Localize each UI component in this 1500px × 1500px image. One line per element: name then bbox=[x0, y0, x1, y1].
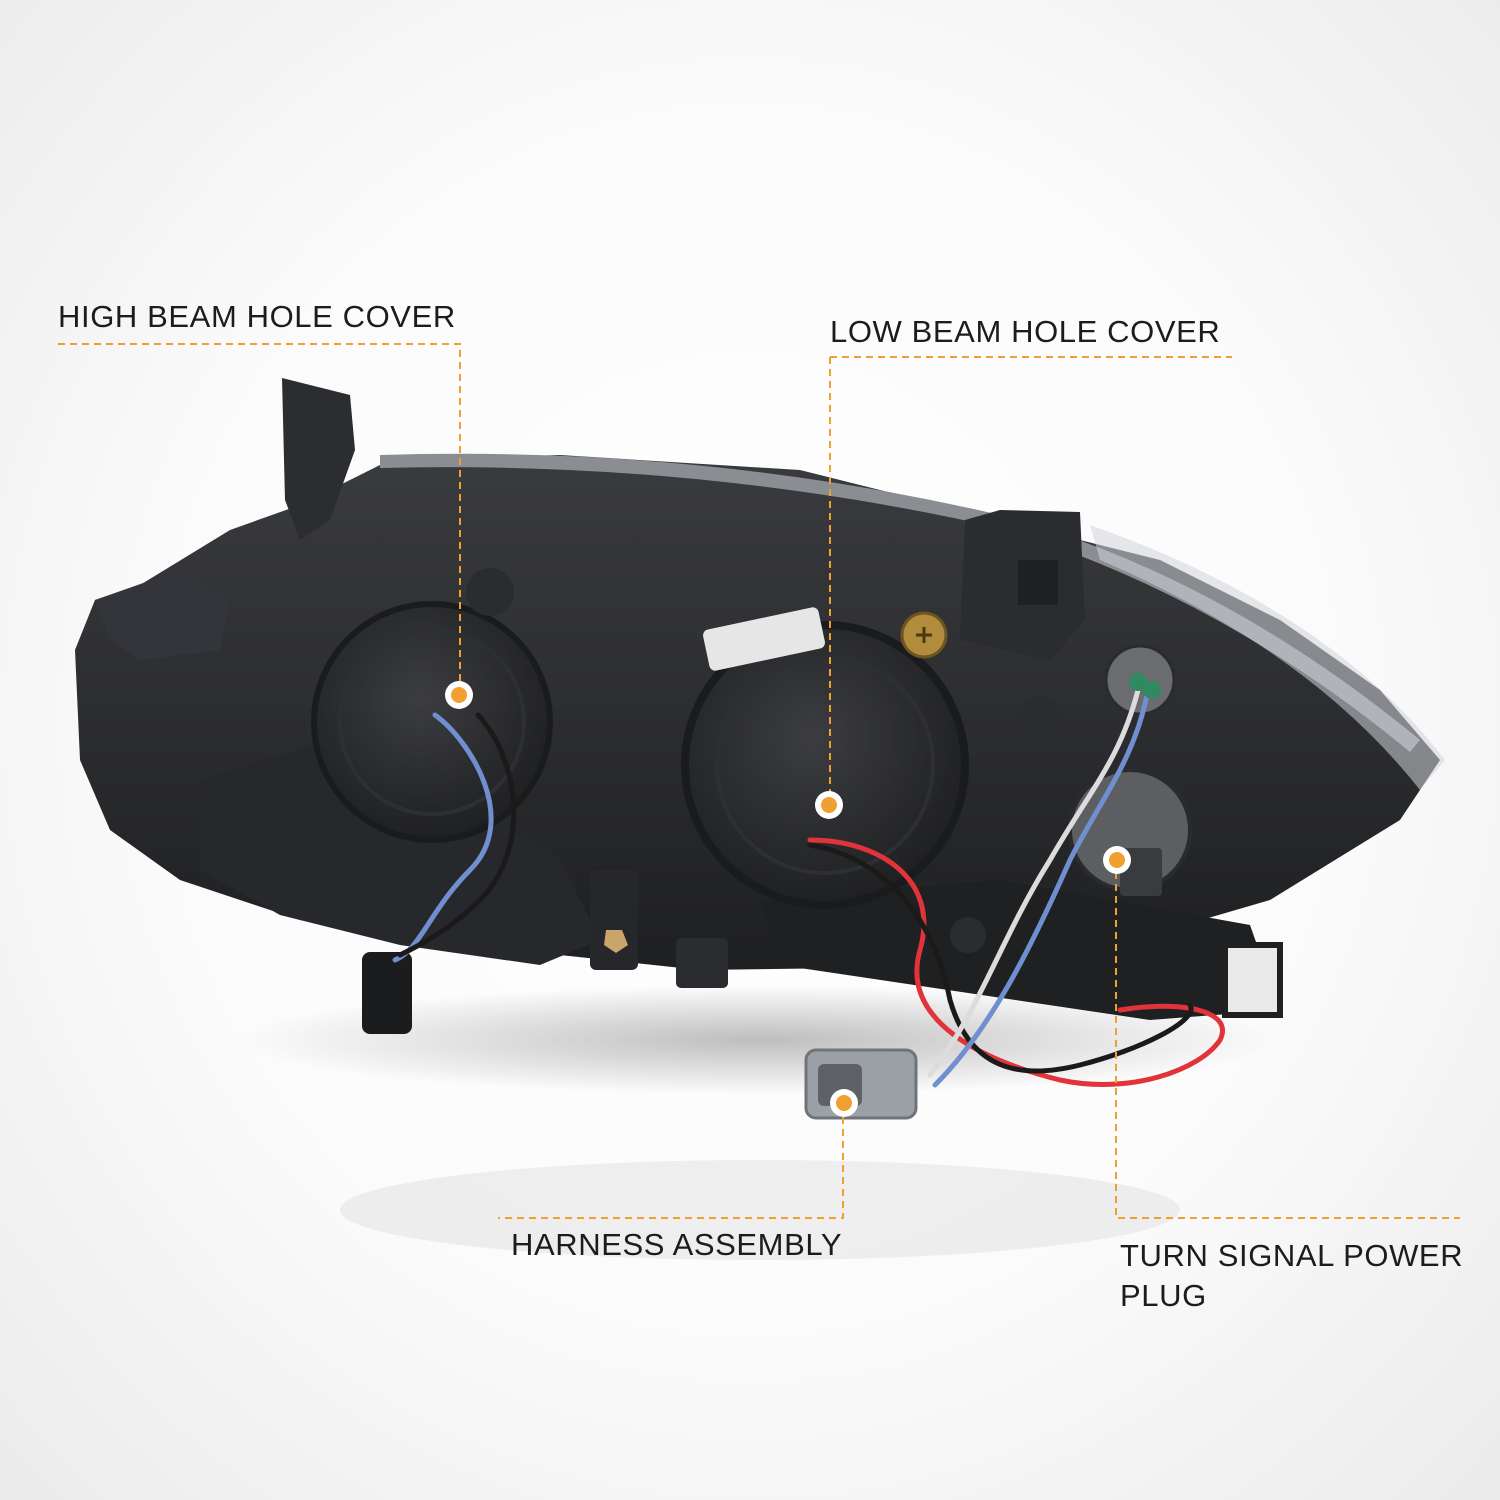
high-beam-connector bbox=[362, 952, 412, 1034]
harness-callout-label: HARNESS ASSEMBLY bbox=[511, 1227, 843, 1262]
lower-housing bbox=[200, 740, 600, 965]
wiring bbox=[392, 687, 1225, 1088]
callout-lines bbox=[58, 343, 1460, 1219]
bracket-slot bbox=[1018, 560, 1058, 605]
rear-tab bbox=[1222, 942, 1283, 1018]
turn-signal-label-line1: TURN SIGNAL POWER bbox=[1120, 1238, 1464, 1273]
adjuster-connector bbox=[676, 938, 728, 988]
high-beam-callout-label: HIGH BEAM HOLE COVER bbox=[58, 299, 456, 334]
lens-edge bbox=[1090, 525, 1445, 790]
housing-knob bbox=[466, 568, 514, 616]
turn-signal-callout-label: TURN SIGNAL POWER PLUG bbox=[1120, 1236, 1463, 1316]
lower-housing-right bbox=[760, 880, 1280, 1020]
mount-bracket-left bbox=[282, 378, 355, 540]
low-beam-cover bbox=[681, 621, 969, 909]
floor-reflection bbox=[340, 1160, 1180, 1260]
low-beam-callout-label: LOW BEAM HOLE COVER bbox=[830, 314, 1221, 349]
low-beam-label-sticker bbox=[703, 607, 825, 671]
mount-bracket-left-side bbox=[95, 570, 230, 660]
turn-signal-label-line2: PLUG bbox=[1120, 1278, 1207, 1313]
high-beam-cover bbox=[311, 601, 553, 843]
adjuster-post bbox=[590, 870, 638, 970]
callout-markers bbox=[445, 681, 1131, 1117]
wire-clip-green bbox=[1129, 673, 1147, 691]
